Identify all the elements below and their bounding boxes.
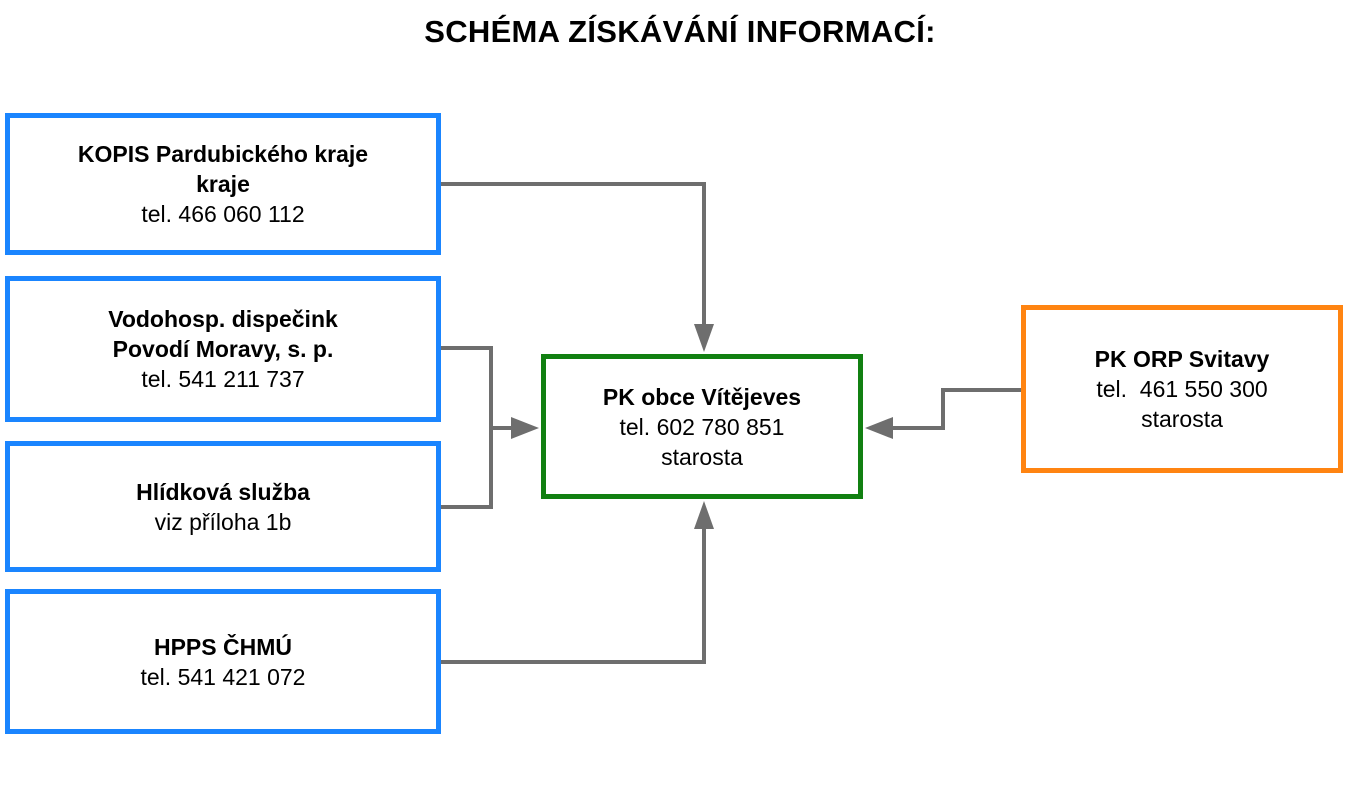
- connector-kopis-to-central: [441, 182, 706, 330]
- node-kopis-phone: tel. 466 060 112: [141, 201, 305, 227]
- node-orp-phone: tel. 461 550 300: [1096, 376, 1268, 402]
- node-hlidkova-note: viz příloha 1b: [154, 508, 292, 535]
- arrowhead-left: [865, 417, 893, 439]
- connector-vodohosp: [441, 346, 493, 509]
- node-hlidkova-name: Hlídková služba: [136, 478, 310, 505]
- node-kopis: KOPIS Pardubického kraje kraje tel. 466 …: [5, 113, 441, 255]
- node-central-name: PK obce Vítějeves: [602, 383, 802, 410]
- node-vodohosp-phone: tel. 541 211 737: [141, 366, 305, 392]
- arrowhead-up: [694, 501, 714, 529]
- node-central-pk-obce: PK obce Vítějeves tel. 602 780 851 staro…: [541, 354, 863, 499]
- node-hpps-phone: tel. 541 421 072: [140, 663, 306, 690]
- node-hpps: HPPS ČHMÚ tel. 541 421 072: [5, 589, 441, 734]
- node-kopis-name-line1: KOPIS Pardubického kraje: [77, 141, 369, 167]
- node-vodohosp: Vodohosp. dispečink Povodí Moravy, s. p.…: [5, 276, 441, 422]
- node-central-role: starosta: [661, 443, 743, 470]
- diagram-title: SCHÉMA ZÍSKÁVÁNÍ INFORMACÍ:: [424, 14, 936, 49]
- node-orp-name: PK ORP Svitavy: [1094, 346, 1270, 372]
- node-kopis-name-line2: kraje: [196, 171, 250, 197]
- node-pk-orp: PK ORP Svitavy tel. 461 550 300 starosta: [1021, 305, 1343, 473]
- arrowhead-right: [511, 417, 539, 439]
- node-vodohosp-name-line2: Povodí Moravy, s. p.: [112, 336, 334, 362]
- node-orp-role: starosta: [1141, 406, 1223, 432]
- node-central-phone: tel. 602 780 851: [619, 413, 785, 440]
- node-vodohosp-name-line1: Vodohosp. dispečink: [108, 306, 338, 332]
- arrowhead-down: [694, 324, 714, 352]
- node-hpps-name: HPPS ČHMÚ: [153, 633, 292, 660]
- connector-hpps-to-central: [441, 527, 706, 664]
- node-hlidkova-sluzba: Hlídková služba viz příloha 1b: [5, 441, 441, 572]
- connector-orp-to-central: [890, 388, 1021, 430]
